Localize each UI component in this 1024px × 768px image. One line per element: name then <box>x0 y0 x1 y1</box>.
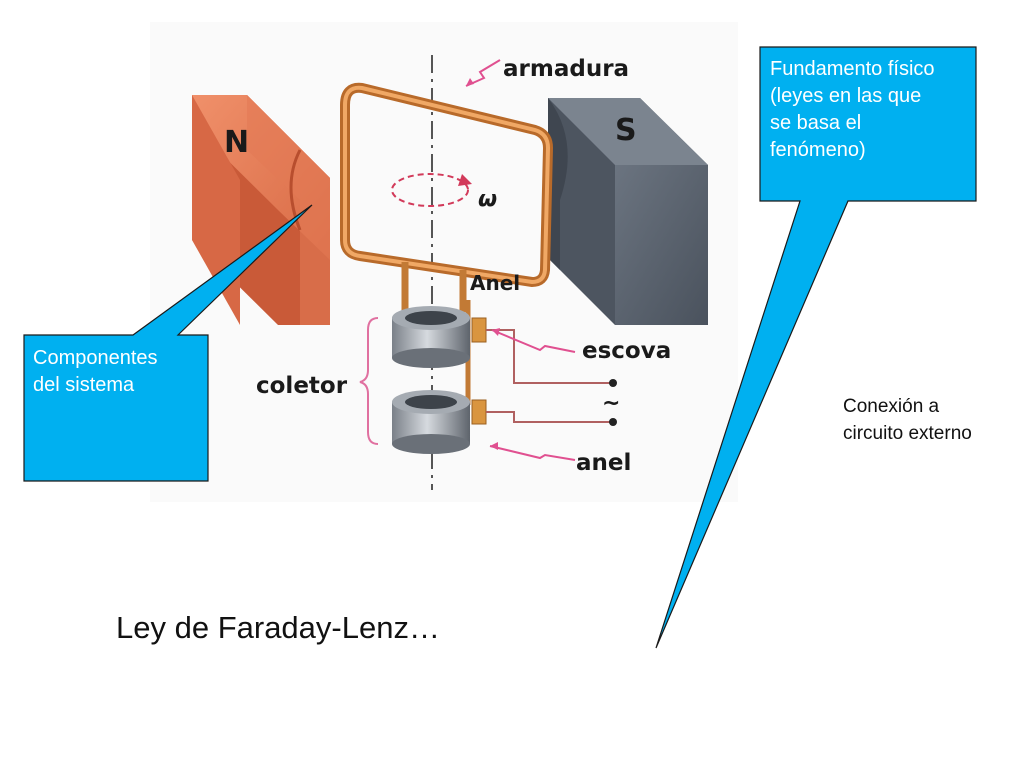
slide-title: Ley de Faraday-Lenz… <box>116 610 440 645</box>
north-label: N <box>224 125 249 160</box>
external-wires <box>486 329 610 423</box>
omega-label: ω <box>478 187 497 212</box>
south-label: S <box>615 113 637 148</box>
anel-bottom-label: anel <box>576 450 631 476</box>
rotation-indicator <box>391 173 472 207</box>
conexion-note: Conexión a circuito externo <box>843 393 972 447</box>
fundamento-line-4: fenómeno) <box>770 139 866 161</box>
componentes-callout-shape <box>23 204 313 482</box>
terminal-top <box>609 379 617 387</box>
brush-bottom <box>471 399 487 425</box>
fundamento-callout-shape <box>655 46 977 649</box>
fundamento-line-3: se basa el <box>770 112 862 134</box>
componentes-line-1: Componentes <box>33 347 158 369</box>
armature-coil <box>340 82 554 405</box>
conexion-line-2: circuito externo <box>843 423 972 444</box>
ac-symbol: ~ <box>602 391 620 416</box>
slip-ring-bottom <box>392 390 470 454</box>
coletor-bracket <box>359 317 379 445</box>
componentes-callout-text: Componentes del sistema <box>33 345 205 399</box>
fundamento-line-2: (leyes en las que <box>770 85 922 107</box>
fundamento-line-1: Fundamento físico <box>770 58 935 80</box>
armadura-label: armadura <box>503 56 629 82</box>
slip-ring-top <box>392 306 470 368</box>
brush-top <box>471 317 487 343</box>
escova-label: escova <box>582 338 671 364</box>
south-magnet <box>548 98 708 325</box>
componentes-line-2: del sistema <box>33 374 135 396</box>
anel-top-label: Anel <box>470 271 520 295</box>
terminal-bottom <box>609 418 617 426</box>
pointer-arrows <box>465 59 576 461</box>
fundamento-callout-text: Fundamento físico (leyes en las que se b… <box>770 56 974 164</box>
coletor-label: coletor <box>256 373 348 399</box>
conexion-line-1: Conexión a <box>843 396 940 417</box>
